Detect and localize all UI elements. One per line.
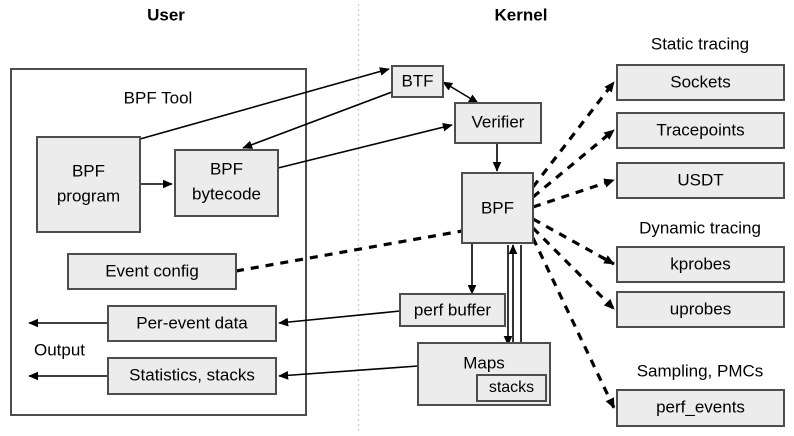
- node-btf[interactable]: [391, 65, 444, 98]
- group-static-tracing-title: Static tracing: [651, 34, 749, 53]
- node-sockets[interactable]: [616, 64, 785, 101]
- node-stacks-label: stacks: [489, 379, 534, 396]
- node-kprobes-label: kprobes: [670, 254, 730, 273]
- edge-btf-to-bytecode: [242, 91, 393, 149]
- node-btf-label: BTF: [401, 71, 433, 90]
- edge-btf-verifier: [442, 81, 479, 104]
- node-perf-buffer[interactable]: [399, 293, 506, 327]
- group-dynamic-tracing-title: Dynamic tracing: [639, 218, 761, 237]
- node-verifier[interactable]: [454, 102, 542, 144]
- node-uprobes-label: uprobes: [670, 299, 731, 318]
- node-maps-label: Maps: [463, 353, 505, 372]
- node-stacks[interactable]: [476, 374, 547, 402]
- node-statistics-stacks[interactable]: [107, 357, 277, 395]
- edge-bpf-to-uprobes: [531, 226, 616, 311]
- node-usdt-label: USDT: [677, 170, 723, 189]
- output-label: Output: [34, 340, 85, 359]
- node-uprobes[interactable]: [616, 291, 785, 328]
- node-per-event-data[interactable]: [107, 305, 277, 342]
- node-bpf[interactable]: [461, 172, 534, 244]
- node-event-config-label: Event config: [105, 261, 199, 280]
- node-sockets-label: Sockets: [670, 72, 730, 91]
- node-bpf-program-label-2: program: [57, 186, 120, 205]
- edge-perfbuffer-to-pereventdata: [278, 310, 401, 327]
- node-verifier-label: Verifier: [472, 112, 525, 131]
- node-tracepoints[interactable]: [616, 112, 785, 149]
- node-usdt[interactable]: [616, 162, 785, 199]
- node-bpf-bytecode[interactable]: [174, 149, 279, 217]
- header-kernel: Kernel: [495, 5, 548, 24]
- edge-bytecode-to-verifier: [277, 122, 453, 169]
- node-perf-events-label: perf_events: [656, 397, 745, 416]
- edge-program-to-btf: [139, 67, 390, 140]
- edge-bpf-to-usdt: [532, 178, 615, 209]
- node-perf-buffer-label: perf buffer: [414, 300, 492, 319]
- node-bpf-program[interactable]: [36, 136, 141, 233]
- node-perf-events[interactable]: [616, 389, 785, 427]
- node-bpf-bytecode-label-1: BPF: [210, 159, 243, 178]
- edge-bpf-to-tracepoints: [531, 128, 616, 199]
- header-user: User: [147, 5, 185, 24]
- node-statistics-stacks-label: Statistics, stacks: [129, 365, 255, 384]
- edge-maps-to-statistics: [278, 365, 419, 380]
- node-per-event-data-label: Per-event data: [136, 313, 248, 332]
- edge-bpf-to-sockets: [531, 81, 616, 188]
- node-kprobes[interactable]: [616, 246, 785, 283]
- node-bpf-label: BPF: [481, 198, 514, 217]
- node-bpf-program-label-1: BPF: [72, 161, 105, 180]
- group-sampling-pmcs-title: Sampling, PMCs: [637, 361, 764, 380]
- node-tracepoints-label: Tracepoints: [656, 120, 744, 139]
- node-bpf-bytecode-label-2: bytecode: [192, 184, 261, 203]
- edge-bpf-to-perfevents: [531, 237, 616, 409]
- edge-bpf-to-kprobes: [532, 217, 615, 266]
- bpf-tool-label: BPF Tool: [124, 88, 193, 107]
- node-event-config[interactable]: [67, 253, 237, 290]
